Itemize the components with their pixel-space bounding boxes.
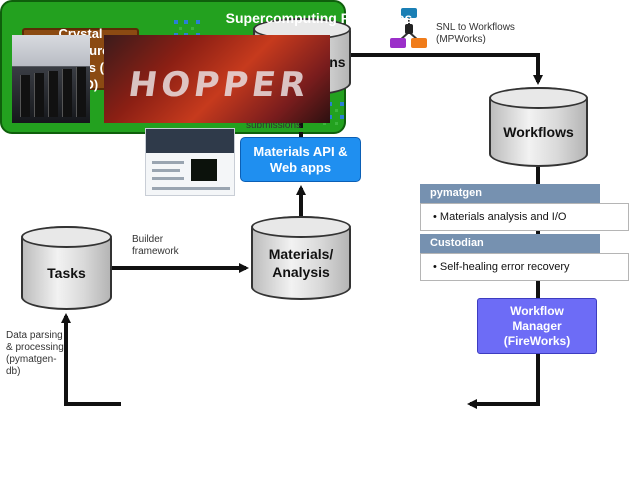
pymatgen-toolbox: pymatgen • Materials analysis and I/O — [420, 184, 629, 231]
materials-analysis-database: Materials/ Analysis — [251, 216, 351, 300]
supercomputing-title: Supercomputing Resources — [225, 10, 413, 26]
snl-to-workflows-label: SNL to Workflows (MPWorks) — [436, 22, 515, 45]
supercomputing-box: Supercomputing Resources HOPPER — [0, 0, 412, 134]
thumbnail-header — [146, 129, 234, 153]
workflow-manager-label: Workflow Manager (FireWorks) — [503, 303, 571, 348]
materials-analysis-label: Materials/ Analysis — [268, 246, 334, 280]
pymatgen-title: pymatgen — [420, 184, 600, 203]
arrow-submissions-to-workflows — [351, 53, 543, 85]
workflows-label: Workflows — [503, 124, 574, 140]
builder-framework-label: Builder framework — [132, 234, 179, 257]
custodian-toolbox: Custodian • Self-healing error recovery — [420, 234, 629, 281]
data-parsing-label: Data parsing & processing (pymatgen-db) — [6, 330, 64, 377]
materials-api-label: Materials API & Web apps — [253, 143, 348, 175]
thumbnail-structure-view — [191, 159, 217, 181]
tasks-database: Tasks — [21, 226, 112, 310]
tasks-label: Tasks — [47, 265, 86, 281]
pymatgen-item: • Materials analysis and I/O — [420, 203, 629, 231]
website-screenshot-thumbnail — [145, 128, 235, 196]
hopper-supercomputer-photo: HOPPER — [104, 35, 330, 123]
workflows-database: Workflows — [489, 87, 588, 167]
workflow-manager-box: Workflow Manager (FireWorks) — [477, 298, 597, 354]
custodian-item: • Self-healing error recovery — [420, 253, 629, 281]
server-room-photo — [12, 35, 90, 123]
hopper-lettering: HOPPER — [125, 65, 313, 105]
custodian-title: Custodian — [420, 234, 600, 253]
workflow-graph-icon — [390, 8, 427, 48]
materials-api-box: Materials API & Web apps — [240, 137, 361, 182]
arrow-supercomputing-to-tasks — [61, 313, 121, 406]
arrow-manager-to-supercomputing — [467, 354, 540, 409]
